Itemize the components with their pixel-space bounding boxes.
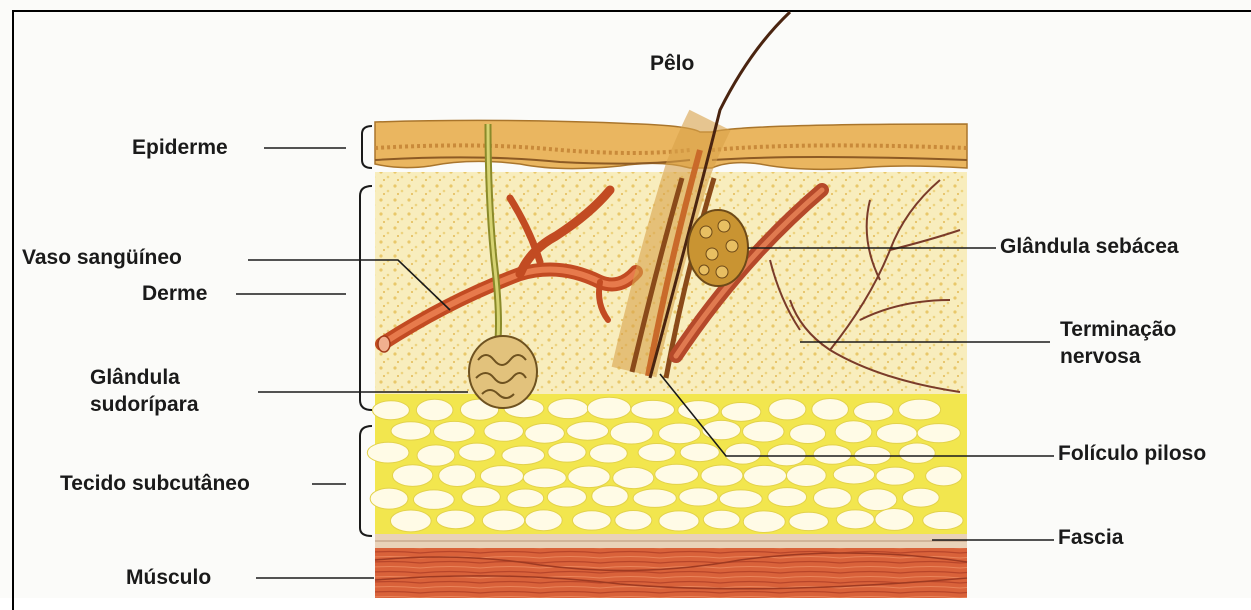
fat-cell [592, 486, 628, 507]
fat-cell [372, 401, 409, 420]
label-epiderme: Epiderme [132, 134, 228, 161]
fat-cell [743, 465, 786, 486]
fat-cell [902, 488, 939, 507]
fat-cell [615, 510, 652, 530]
fat-cell [743, 511, 785, 533]
fat-cell [462, 487, 501, 507]
fat-cell [482, 510, 524, 531]
fat-cell [633, 489, 676, 507]
fat-cell [548, 399, 588, 419]
fat-cell [701, 465, 743, 486]
fat-cell [572, 511, 611, 530]
fat-cell [767, 444, 806, 466]
fat-cell [836, 510, 874, 529]
fat-cell [876, 467, 915, 485]
fat-cell [725, 443, 761, 464]
fat-cell [743, 421, 784, 442]
fat-cell [721, 402, 761, 421]
fat-cell [480, 466, 523, 487]
fat-cell [659, 511, 699, 531]
fat-cell [813, 488, 851, 509]
fat-cell [367, 442, 409, 463]
label-fascia: Fascia [1058, 524, 1123, 551]
fat-cell [835, 421, 872, 443]
fat-cell [587, 397, 631, 419]
fat-cell [416, 399, 453, 421]
label-glandula-sudoripara: Glândula sudorípara [90, 364, 199, 418]
label-musculo: Músculo [126, 564, 211, 591]
label-derme: Derme [142, 280, 207, 307]
fat-cell [813, 445, 851, 464]
epidermis-bracket [362, 126, 372, 168]
fat-cell [923, 511, 963, 529]
fat-cell [436, 510, 475, 529]
fat-cell [439, 465, 476, 487]
fat-cell [525, 423, 565, 443]
fat-cell [417, 445, 455, 466]
fat-cell [502, 446, 545, 465]
fat-cell [391, 422, 431, 440]
fat-cell [568, 466, 610, 488]
fat-cell [589, 444, 627, 463]
label-terminacao-nervosa-line2: nervosa [1060, 343, 1176, 370]
fat-cell [390, 510, 431, 532]
label-vaso-sanguineo: Vaso sangüíneo [22, 244, 182, 271]
fat-cell [613, 467, 654, 488]
fat-cell [610, 422, 653, 444]
fat-cell [370, 488, 408, 509]
fat-cell [523, 468, 566, 488]
label-pelo: Pêlo [650, 50, 694, 77]
dermis-bracket [360, 186, 372, 410]
fat-cell [899, 399, 941, 420]
label-tecido-subcutaneo: Tecido subcutâneo [60, 470, 250, 497]
fat-cell [854, 402, 894, 421]
fat-cell [459, 443, 496, 461]
fat-cell [702, 420, 741, 439]
label-terminacao-nervosa-line1: Terminação [1060, 316, 1176, 343]
fat-cell [680, 443, 719, 461]
label-terminacao-nervosa: Terminação nervosa [1060, 316, 1176, 370]
fat-cell [392, 465, 432, 487]
label-glandula-sudoripara-line1: Glândula [90, 364, 199, 391]
fat-cell [789, 512, 829, 530]
fat-cell [655, 464, 699, 484]
fat-cell [899, 443, 935, 463]
fat-cell [703, 510, 740, 529]
fat-cell [833, 465, 874, 484]
fat-cell [507, 489, 544, 508]
fat-cell [769, 399, 806, 420]
fat-cell [547, 487, 586, 507]
fat-cell [917, 424, 960, 443]
fat-cell [858, 489, 897, 511]
fat-cell [876, 424, 917, 444]
fat-cell [786, 464, 826, 486]
subcutaneous-bracket [360, 426, 372, 536]
fat-cell [679, 488, 718, 506]
fat-cell [413, 490, 454, 510]
fat-cell [790, 424, 826, 443]
sebaceous-gland [688, 210, 748, 286]
muscle-layer [375, 548, 967, 598]
fat-cell [659, 423, 701, 444]
fat-cell [548, 442, 586, 462]
fat-cell [434, 421, 475, 442]
fat-cell [484, 421, 524, 441]
fat-cell [631, 400, 675, 419]
fat-cell [926, 466, 962, 486]
fat-cell [768, 488, 807, 507]
fat-cell [525, 510, 562, 531]
label-glandula-sudoripara-line2: sudorípara [90, 391, 199, 418]
label-glandula-sebacea: Glândula sebácea [1000, 233, 1179, 260]
label-foliculo-piloso: Folículo piloso [1058, 440, 1206, 467]
fat-cell [567, 422, 609, 441]
fat-cell [875, 508, 914, 530]
fat-cell [638, 444, 675, 462]
fat-cell [812, 399, 849, 421]
fat-cell [719, 490, 762, 508]
